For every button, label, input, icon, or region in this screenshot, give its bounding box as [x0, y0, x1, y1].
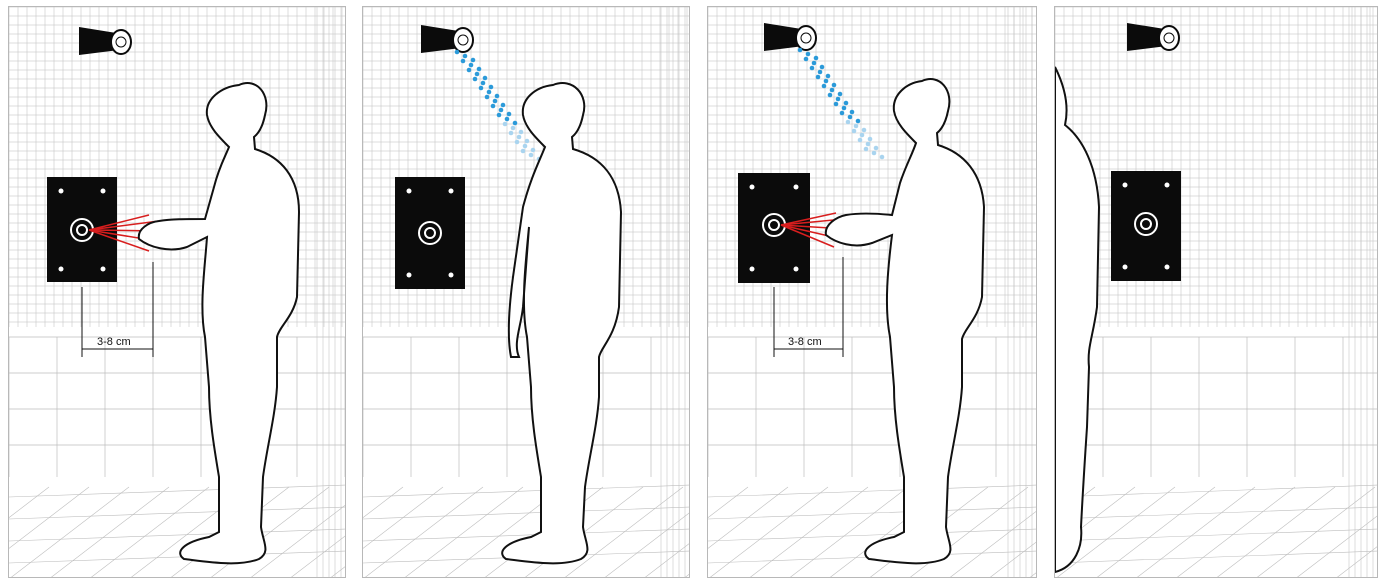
panel-3-scene: 3-8 cm [708, 7, 1037, 578]
shower-head-icon [421, 25, 473, 53]
water-droplet [806, 52, 811, 57]
tiled-wall [1055, 7, 1378, 578]
water-droplet [854, 124, 859, 129]
water-droplet [820, 65, 825, 70]
water-droplet [798, 48, 803, 53]
water-droplet [497, 113, 502, 118]
panel-2 [362, 6, 690, 578]
water-droplet [513, 121, 518, 126]
water-droplet [830, 88, 835, 93]
water-droplet [511, 126, 516, 131]
water-droplet [828, 93, 833, 98]
water-droplet [467, 68, 472, 73]
water-droplet [487, 90, 492, 95]
water-spray-icon [798, 48, 885, 160]
water-droplet [814, 56, 819, 61]
water-droplet [846, 120, 851, 125]
water-droplet [495, 94, 500, 99]
water-droplet [477, 67, 482, 72]
water-droplet [842, 106, 847, 111]
panel-1-scene: 3-8 cm [9, 7, 346, 578]
water-droplet [822, 84, 827, 89]
water-droplet [834, 102, 839, 107]
water-droplet [812, 61, 817, 66]
water-droplet [832, 83, 837, 88]
water-droplet [461, 59, 466, 64]
water-droplet [473, 77, 478, 82]
touchless-sensor-plate-icon [395, 177, 465, 289]
panel-4 [1054, 6, 1378, 578]
touchless-sensor-plate-icon [738, 173, 810, 283]
water-droplet [469, 63, 474, 68]
water-droplet [864, 147, 869, 152]
water-droplet [848, 115, 853, 120]
water-droplet [826, 74, 831, 79]
water-droplet [836, 97, 841, 102]
water-droplet [824, 79, 829, 84]
water-droplet [485, 95, 490, 100]
distance-label: 3-8 cm [788, 336, 822, 348]
water-droplet [479, 86, 484, 91]
water-droplet [531, 148, 536, 153]
panel-3: 3-8 cm [707, 6, 1037, 578]
water-droplet [880, 155, 885, 160]
panel-2-scene [363, 7, 690, 578]
panel-1: 3-8 cm [8, 6, 346, 578]
water-droplet [856, 119, 861, 124]
water-droplet [844, 101, 849, 106]
water-droplet [862, 128, 867, 133]
water-droplet [866, 142, 871, 147]
water-droplet [519, 130, 524, 135]
water-droplet [874, 146, 879, 151]
water-droplet [840, 111, 845, 116]
water-droplet [509, 131, 514, 136]
tiled-wall [708, 7, 1037, 578]
water-droplet [872, 151, 877, 156]
water-droplet [517, 135, 522, 140]
water-droplet [850, 110, 855, 115]
touchless-sensor-plate-icon [1111, 171, 1181, 281]
water-droplet [501, 103, 506, 108]
water-droplet [858, 138, 863, 143]
shower-head-icon [79, 27, 131, 55]
water-droplet [471, 58, 476, 63]
water-droplet [493, 99, 498, 104]
water-droplet [507, 112, 512, 117]
water-droplet [475, 72, 480, 77]
water-droplet [463, 54, 468, 59]
water-droplet [529, 153, 534, 158]
water-droplet [481, 81, 486, 86]
water-droplet [525, 139, 530, 144]
water-droplet [483, 76, 488, 81]
water-droplet [505, 117, 510, 122]
person-figure-icon [826, 79, 984, 563]
water-droplet [491, 104, 496, 109]
water-droplet [489, 85, 494, 90]
water-droplet [852, 129, 857, 134]
water-droplet [838, 92, 843, 97]
water-droplet [804, 57, 809, 62]
water-droplet [810, 66, 815, 71]
shower-head-icon [1127, 23, 1179, 51]
shower-head-icon [764, 23, 816, 51]
water-droplet [523, 144, 528, 149]
water-droplet [455, 50, 460, 55]
distance-label: 3-8 cm [97, 336, 131, 348]
water-droplet [868, 137, 873, 142]
water-droplet [515, 140, 520, 145]
water-droplet [818, 70, 823, 75]
panel-4-scene [1055, 7, 1378, 578]
water-droplet [521, 149, 526, 154]
water-droplet [816, 75, 821, 80]
water-droplet [503, 122, 508, 127]
water-droplet [860, 133, 865, 138]
person-figure-icon [1055, 67, 1099, 572]
water-droplet [499, 108, 504, 113]
